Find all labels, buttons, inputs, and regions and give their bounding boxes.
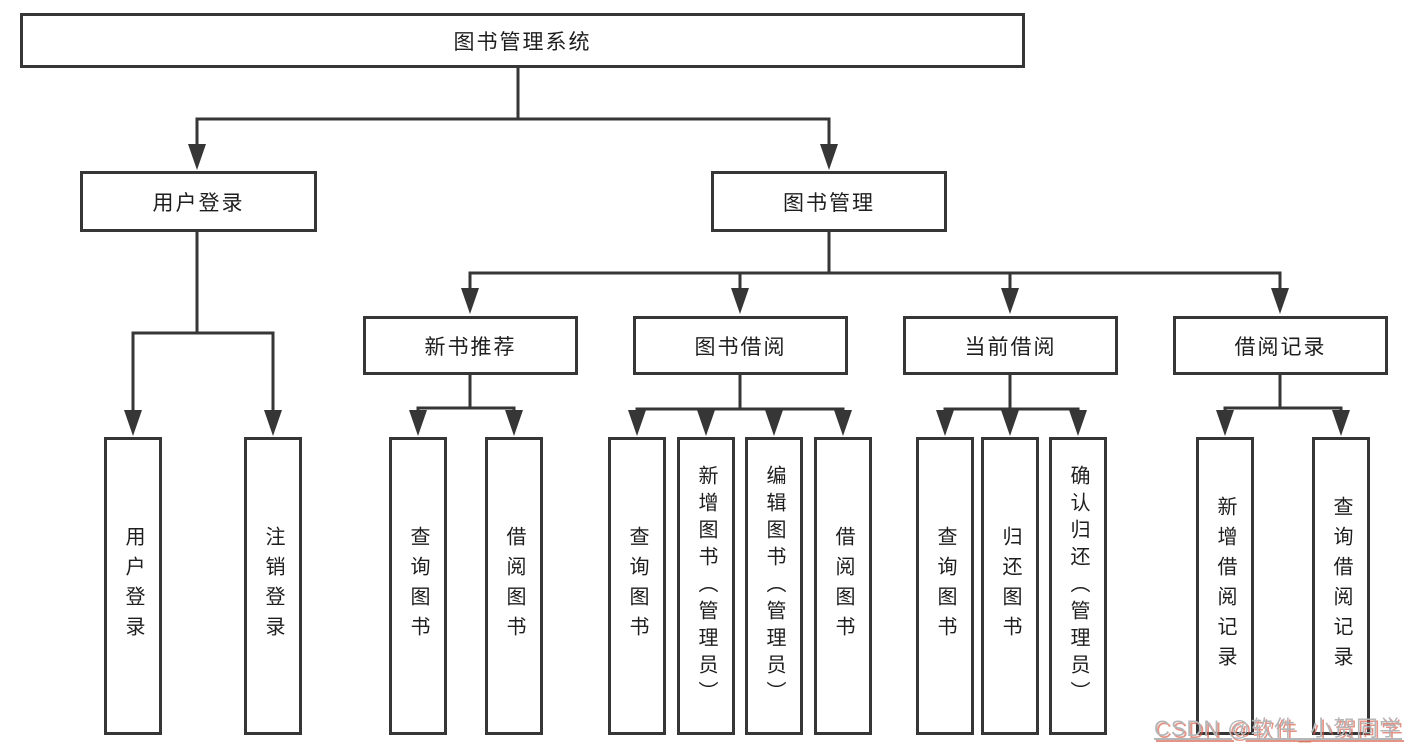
node-borrowing-records: 借阅记录 bbox=[1173, 316, 1388, 375]
node-leaf-add-borrow-record: 新增借阅记录 bbox=[1196, 437, 1254, 735]
node-leaf-edit-books-admin: 编辑图书（管理员） bbox=[745, 437, 803, 735]
node-leaf-return-books: 归还图书 bbox=[981, 437, 1039, 735]
node-leaf-user-login: 用户登录 bbox=[104, 437, 162, 735]
node-leaf-logout: 注销登录 bbox=[244, 437, 302, 735]
node-leaf-add-books-admin: 新增图书（管理员） bbox=[677, 437, 735, 735]
node-leaf-query-borrow-record: 查询借阅记录 bbox=[1312, 437, 1370, 735]
node-user-login: 用户登录 bbox=[80, 171, 317, 232]
csdn-watermark: CSDN @软件_小贺同学 bbox=[1153, 716, 1402, 741]
node-library-management-system: 图书管理系统 bbox=[20, 13, 1025, 68]
node-leaf-query-books-3: 查询图书 bbox=[916, 437, 974, 735]
arrowhead-icons bbox=[124, 144, 1350, 436]
node-leaf-query-books-1: 查询图书 bbox=[389, 437, 447, 735]
node-current-borrowing: 当前借阅 bbox=[903, 316, 1118, 375]
node-book-borrowing: 图书借阅 bbox=[633, 316, 848, 375]
node-leaf-confirm-return-admin: 确认归还（管理员） bbox=[1049, 437, 1107, 735]
node-new-book-recommend: 新书推荐 bbox=[363, 316, 578, 375]
node-leaf-borrow-books-2: 借阅图书 bbox=[814, 437, 872, 735]
node-leaf-borrow-books-1: 借阅图书 bbox=[485, 437, 543, 735]
node-book-management: 图书管理 bbox=[711, 171, 947, 232]
node-leaf-query-books-2: 查询图书 bbox=[608, 437, 666, 735]
